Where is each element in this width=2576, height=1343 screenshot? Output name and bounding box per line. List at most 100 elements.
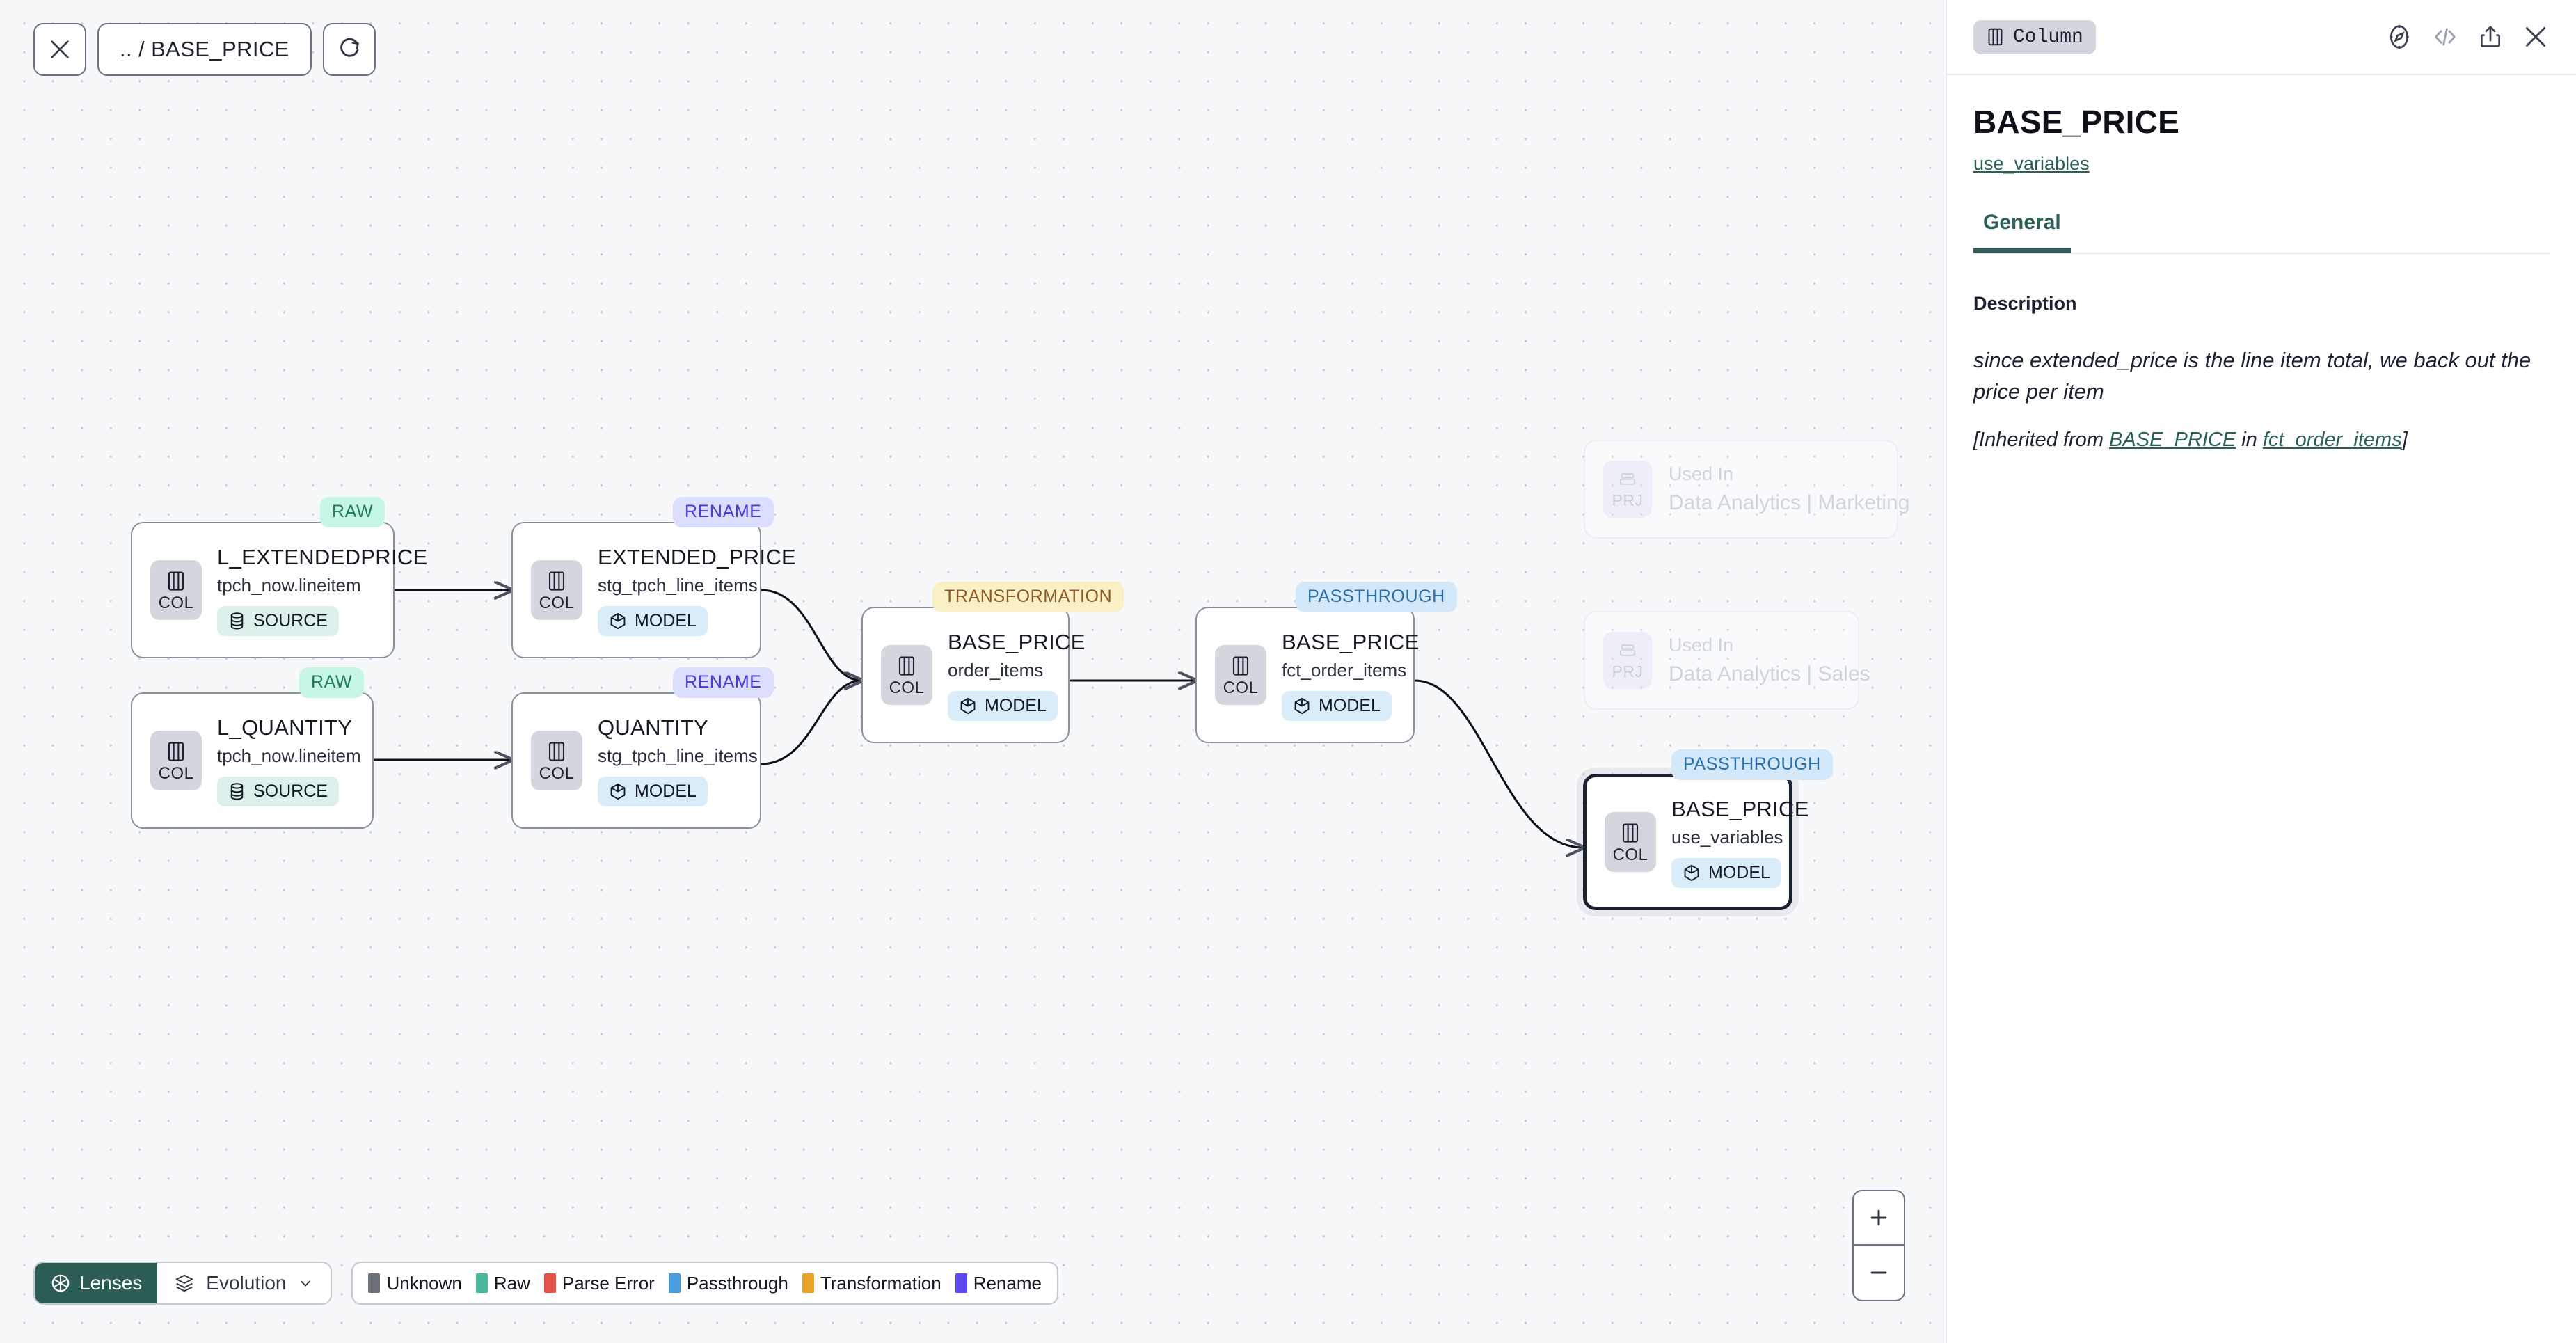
node-title: BASE_PRICE	[1671, 796, 1809, 821]
column-icon	[1622, 823, 1639, 843]
graph-node-base-price-use-variables[interactable]: PASSTHROUGH COL BASE_PRICE use_variables…	[1583, 749, 1833, 910]
legend-swatch	[668, 1273, 681, 1293]
legend-label: Passthrough	[686, 1272, 788, 1294]
lenses-button[interactable]: Lenses	[35, 1263, 158, 1303]
database-icon	[230, 612, 244, 630]
node-kind-label: MODEL	[635, 610, 697, 630]
node-kind-label: MODEL	[1708, 862, 1770, 882]
description-label: Description	[1973, 293, 2077, 314]
description-inherited-note: [Inherited from BASE_PRICE in fct_order_…	[1973, 429, 2550, 452]
refresh-button[interactable]	[322, 23, 376, 76]
plus-icon	[1870, 1209, 1887, 1226]
column-icon	[1988, 28, 2003, 46]
column-chip-label: COL	[1223, 678, 1259, 697]
aperture-icon	[51, 1274, 70, 1292]
layers-icon	[176, 1274, 193, 1292]
details-panel: Column BASE_PRICE use_variables	[1946, 0, 2576, 1343]
ghost-node-title: Data Analytics | Sales	[1669, 662, 1870, 685]
graph-node-l-quantity[interactable]: RAW COL L_QUANTITY tpch_now.lineitem SOU…	[131, 667, 374, 829]
column-icon	[168, 741, 184, 761]
column-type-chip: COL	[1605, 812, 1656, 872]
column-chip-label: COL	[539, 763, 575, 783]
share-button[interactable]	[2477, 23, 2504, 51]
tab-general[interactable]: General	[1973, 211, 2071, 253]
graph-node-l-extendedprice[interactable]: RAW COL L_EXTENDEDPRICE tpch_now.lineite…	[131, 497, 427, 658]
column-icon	[548, 741, 565, 761]
legend-item-parse-error: Parse Error	[543, 1273, 655, 1294]
column-icon	[548, 571, 565, 591]
close-panel-button[interactable]	[2522, 23, 2550, 51]
graph-ghost-node-used-in-marketing[interactable]: PRJ Used In Data Analytics | Marketing	[1584, 440, 1909, 539]
node-title: EXTENDED_PRICE	[598, 544, 796, 569]
node-subtitle: order_items	[948, 659, 1044, 681]
legend-item-passthrough: Passthrough	[668, 1272, 788, 1294]
minus-icon	[1870, 1271, 1887, 1274]
graph-node-base-price-order-items[interactable]: TRANSFORMATION COL BASE_PRICE order_item…	[861, 582, 1124, 743]
column-icon	[168, 571, 184, 591]
node-title: BASE_PRICE	[1282, 629, 1420, 654]
column-type-chip: COL	[881, 645, 932, 705]
zoom-controls	[1852, 1190, 1905, 1301]
compass-button[interactable]	[2385, 23, 2413, 51]
node-tag-passthrough: PASSTHROUGH	[1671, 749, 1833, 780]
project-chip-label: PRJ	[1612, 662, 1644, 681]
legend-label: Raw	[493, 1272, 530, 1294]
node-subtitle: tpch_now.lineitem	[217, 745, 361, 766]
inherited-model-link[interactable]: fct_order_items	[2262, 428, 2402, 451]
node-tag-raw: RAW	[299, 667, 365, 698]
ghost-node-caption: Used In	[1669, 635, 1734, 655]
node-title: L_QUANTITY	[217, 715, 353, 740]
evolution-label: Evolution	[206, 1272, 287, 1294]
breadcrumb[interactable]: .. / BASE_PRICE	[97, 23, 312, 76]
graph-ghost-node-used-in-sales[interactable]: PRJ Used In Data Analytics | Sales	[1584, 611, 1870, 710]
node-kind-badge: MODEL	[948, 690, 1058, 721]
legend-swatch	[543, 1273, 556, 1293]
legend-item-raw: Raw	[475, 1272, 530, 1294]
entity-parent-link[interactable]: use_variables	[1973, 153, 2090, 174]
legend-item-unknown: Unknown	[368, 1272, 462, 1294]
code-button[interactable]	[2431, 23, 2459, 51]
legend-label: Transformation	[820, 1272, 941, 1294]
node-title: L_EXTENDEDPRICE	[217, 544, 428, 569]
column-chip-label: COL	[158, 593, 194, 612]
column-type-chip: COL	[150, 731, 202, 790]
node-tag-passthrough: PASSTHROUGH	[1296, 582, 1457, 612]
lineage-canvas[interactable]: .. / BASE_PRICE RAW COL L_EXTENDEDPRICE …	[0, 0, 1946, 1343]
legend-swatch	[475, 1273, 488, 1293]
column-type-chip: COL	[531, 731, 582, 790]
legend-swatch	[955, 1273, 967, 1293]
node-kind-label: MODEL	[1319, 695, 1381, 715]
cube-icon	[960, 697, 976, 714]
node-kind-badge: MODEL	[1282, 690, 1392, 721]
graph-node-extended-price[interactable]: RENAME COL EXTENDED_PRICE stg_tpch_line_…	[511, 497, 796, 658]
column-chip-label: COL	[889, 678, 925, 697]
project-type-chip: PRJ	[1603, 632, 1652, 689]
node-kind-label: MODEL	[985, 695, 1047, 715]
inherited-prefix: [Inherited from	[1973, 428, 2110, 451]
details-tabs: General	[1973, 211, 2550, 254]
zoom-out-button[interactable]	[1854, 1246, 1904, 1300]
node-tag-raw: RAW	[320, 497, 385, 527]
canvas-toolbar: .. / BASE_PRICE	[33, 23, 376, 76]
legend-label: Unknown	[386, 1272, 462, 1294]
project-icon	[1619, 473, 1636, 485]
evolution-dropdown[interactable]: Evolution	[157, 1263, 331, 1303]
close-button[interactable]	[33, 23, 86, 76]
legend-label: Rename	[973, 1272, 1042, 1294]
ghost-node-title: Data Analytics | Marketing	[1669, 491, 1910, 514]
zoom-in-button[interactable]	[1854, 1191, 1904, 1246]
chevron-down-icon	[301, 1280, 311, 1287]
graph-node-base-price-fct-order-items[interactable]: PASSTHROUGH COL BASE_PRICE fct_order_ite…	[1195, 582, 1457, 743]
close-icon	[2526, 27, 2545, 47]
node-subtitle: use_variables	[1671, 826, 1783, 848]
project-chip-label: PRJ	[1612, 491, 1644, 509]
cube-icon	[610, 612, 626, 629]
inherited-suffix: ]	[2401, 428, 2408, 451]
close-icon	[51, 40, 69, 58]
node-kind-badge: MODEL	[598, 776, 708, 806]
cube-icon	[1684, 864, 1699, 881]
graph-node-quantity[interactable]: RENAME COL QUANTITY stg_tpch_line_items …	[511, 667, 774, 829]
details-panel-header: Column	[1947, 0, 2576, 75]
column-icon	[1232, 655, 1249, 676]
inherited-column-link[interactable]: BASE_PRICE	[2109, 428, 2236, 451]
